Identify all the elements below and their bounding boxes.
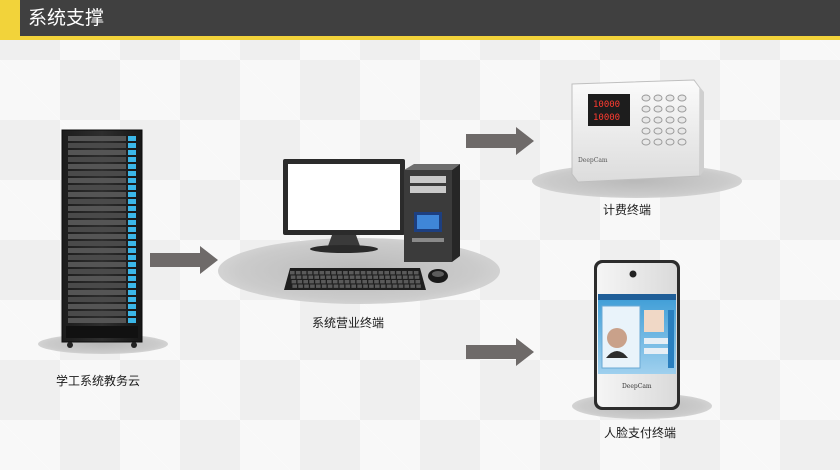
label-cloud: 学工系统教务云 [56,374,141,388]
page-title: 系统支撑 [28,7,105,29]
face-pay-terminal-icon: DeepCam [594,260,680,410]
billing-display-line1: 10000 [593,100,620,110]
header-bar: 系统支撑 [0,0,840,36]
label-face-pay: 人脸支付终端 [604,426,677,440]
arrow-to-facepay [466,338,534,366]
billing-terminal-icon: 10000 10000 DeepCam [571,79,704,183]
arrow-cloud-to-terminal [150,246,218,274]
server-rack-icon [61,129,143,348]
header-accent [0,0,20,36]
facepay-brand: DeepCam [622,383,652,390]
label-terminal: 系统营业终端 [312,316,385,330]
arrow-to-billing [466,127,534,155]
desktop-computer-icon [283,159,460,290]
billing-brand: DeepCam [578,157,608,164]
header-underline [0,36,840,40]
label-billing: 计费终端 [603,203,652,217]
billing-display-line2: 10000 [593,113,620,123]
